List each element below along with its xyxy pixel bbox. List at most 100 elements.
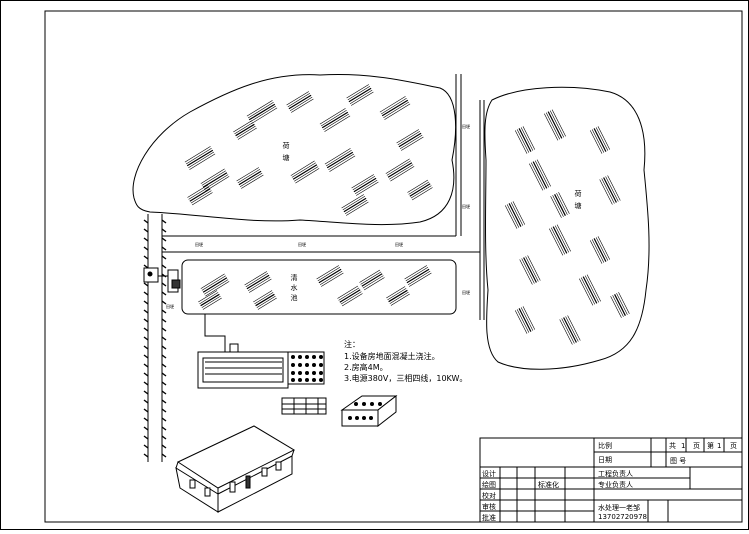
canal-tick bbox=[161, 453, 167, 458]
canal-tick bbox=[161, 399, 167, 404]
path-label-a: 田埂 bbox=[195, 241, 203, 247]
hatch-stroke bbox=[202, 172, 228, 188]
hatch-stroke bbox=[346, 201, 369, 216]
hatch-stroke bbox=[329, 155, 356, 172]
canal-tick bbox=[161, 219, 167, 224]
hatch-stroke bbox=[201, 295, 221, 308]
treatment-equipment bbox=[197, 343, 325, 389]
date-label: 日期 bbox=[598, 456, 612, 464]
canal-tick bbox=[161, 291, 167, 296]
hatch-stroke bbox=[552, 226, 568, 254]
hatch-stroke bbox=[554, 194, 566, 216]
hatch-stroke bbox=[387, 162, 413, 178]
inner-border bbox=[44, 10, 743, 523]
hatch-stroke bbox=[291, 162, 316, 178]
canal-tick bbox=[161, 372, 167, 377]
hatch-stroke bbox=[545, 112, 561, 140]
hatch-stroke bbox=[407, 270, 431, 285]
hatch-stroke bbox=[556, 193, 568, 215]
hatch-stroke bbox=[325, 150, 352, 167]
hatch-stroke bbox=[236, 125, 256, 138]
hatch-stroke bbox=[292, 164, 318, 180]
hatch-stroke bbox=[237, 169, 261, 184]
canal-tick bbox=[161, 237, 167, 242]
path-label-d: 田埂 bbox=[462, 123, 470, 129]
canal-tick bbox=[143, 363, 149, 368]
canal-tick bbox=[143, 318, 149, 323]
hatch-stroke bbox=[607, 175, 621, 201]
hatch-stroke bbox=[593, 128, 607, 152]
canal-tick bbox=[143, 399, 149, 404]
hatch-stroke bbox=[519, 259, 533, 285]
hatch-stroke bbox=[321, 272, 344, 287]
hatch-stroke bbox=[323, 113, 350, 130]
canal-tick bbox=[161, 246, 167, 251]
draw-label: 绘图 bbox=[482, 480, 496, 489]
hatch-stroke bbox=[601, 178, 615, 204]
hatch-stroke bbox=[361, 273, 383, 287]
project-lead-label: 工程负责人 bbox=[598, 469, 633, 478]
hatch-stroke bbox=[612, 295, 624, 317]
hatch-stroke bbox=[504, 205, 518, 229]
canal-tick bbox=[161, 309, 167, 314]
sheet-label: 第 bbox=[707, 441, 714, 450]
hatch-stroke bbox=[563, 317, 577, 343]
hatch-stroke bbox=[253, 290, 273, 303]
hatch-stroke bbox=[199, 292, 219, 305]
hatch-stroke bbox=[518, 308, 532, 332]
hatch-stroke bbox=[287, 93, 311, 108]
hatch-stroke bbox=[198, 290, 218, 303]
canal-tick bbox=[161, 354, 167, 359]
hatch-stroke bbox=[536, 159, 551, 187]
canal-tick bbox=[143, 345, 149, 350]
clear-water-pool bbox=[181, 259, 457, 315]
hatch-stroke bbox=[534, 160, 550, 188]
hatch-stroke bbox=[520, 127, 534, 151]
canal-tick bbox=[161, 381, 167, 386]
equipment-isometric bbox=[340, 394, 398, 428]
total-label: 共 bbox=[669, 441, 676, 450]
hatch-stroke bbox=[527, 255, 541, 281]
path-labels: 田埂 田埂 田埂 田埂 田埂 田埂 田埂 bbox=[166, 123, 470, 309]
canal-tick bbox=[143, 408, 149, 413]
canal-tick bbox=[143, 255, 149, 260]
hatch-stroke bbox=[618, 292, 630, 314]
hatch-stroke bbox=[352, 176, 376, 191]
hatch-stroke bbox=[379, 96, 406, 113]
hatch-stroke bbox=[256, 295, 276, 308]
approve-label: 批准 bbox=[482, 513, 496, 522]
canal-tick bbox=[143, 444, 149, 449]
hatch-stroke bbox=[384, 103, 411, 120]
hatch-stroke bbox=[318, 268, 342, 284]
hatch-stroke bbox=[353, 177, 377, 193]
notes-line3: 3.电源380V，三相四线，10KW。 bbox=[344, 373, 467, 383]
hatch-stroke bbox=[582, 276, 598, 304]
hatch-stroke bbox=[521, 258, 535, 284]
hatch-stroke bbox=[286, 91, 309, 106]
canal-tick bbox=[161, 390, 167, 395]
page-unit-1: 页 bbox=[693, 442, 700, 450]
hatch-stroke bbox=[616, 293, 628, 315]
canal-tick bbox=[143, 372, 149, 377]
notes-block: 注： 1.设备房地面混凝土浇注。 2.房高4M。 3.电源380V，三相四线，1… bbox=[344, 339, 467, 383]
hatch-stroke bbox=[238, 170, 262, 186]
hatch-stroke bbox=[289, 96, 313, 111]
hatch-stroke bbox=[249, 278, 272, 293]
hatch-stroke bbox=[397, 131, 421, 146]
standard-label: 标准化 bbox=[538, 480, 559, 489]
hatch-stroke bbox=[356, 181, 379, 196]
hatch-stroke bbox=[556, 224, 571, 252]
canal-tick bbox=[143, 390, 149, 395]
title-block bbox=[479, 437, 743, 523]
hatch-stroke bbox=[549, 228, 564, 256]
hatch-stroke bbox=[188, 186, 210, 200]
hatch-stroke bbox=[584, 275, 600, 303]
hatch-stroke bbox=[341, 194, 364, 209]
hatch-stroke bbox=[233, 120, 253, 133]
hatch-stroke bbox=[354, 179, 378, 194]
hatch-stroke bbox=[344, 199, 368, 214]
hatch-stroke bbox=[390, 166, 415, 182]
hatch-stroke bbox=[200, 168, 225, 184]
